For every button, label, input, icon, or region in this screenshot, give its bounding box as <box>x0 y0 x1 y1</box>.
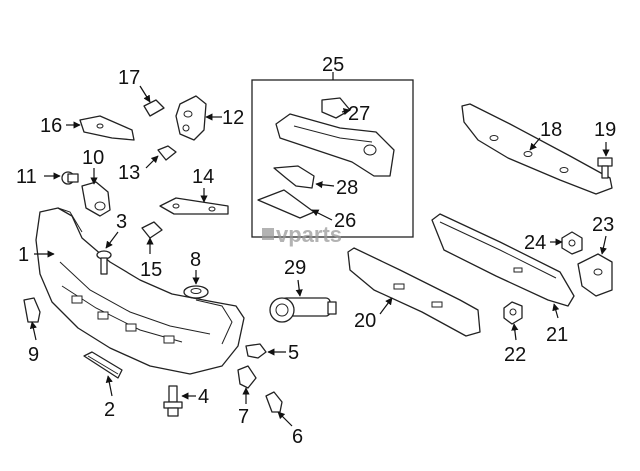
callout-label-1: 1 <box>18 244 29 266</box>
callout-label-5: 5 <box>288 342 299 364</box>
callout-label-29: 29 <box>284 257 306 279</box>
part-3-bolt[interactable] <box>96 250 112 275</box>
callout-label-16: 16 <box>40 115 62 137</box>
part-29-sensor[interactable] <box>269 297 337 323</box>
part-26-seal[interactable] <box>257 189 315 219</box>
part-22-nut[interactable] <box>503 301 523 325</box>
part-15-bolt[interactable] <box>141 221 163 239</box>
part-8-grommet[interactable] <box>183 285 209 299</box>
callout-label-12: 12 <box>222 107 244 129</box>
callout-label-7: 7 <box>238 406 249 428</box>
callout-label-11: 11 <box>16 166 37 188</box>
callout-label-8: 8 <box>190 249 201 271</box>
part-14-retainer[interactable] <box>159 197 229 215</box>
part-23-bracket[interactable] <box>577 253 613 297</box>
part-4-bolt[interactable] <box>163 385 183 417</box>
part-18-absorber[interactable] <box>461 103 613 195</box>
watermark-logo: vparts <box>262 222 342 247</box>
callout-label-3: 3 <box>116 211 127 233</box>
callout-label-15: 15 <box>140 259 162 281</box>
part-5-clip[interactable] <box>245 343 267 359</box>
part-6-fastener[interactable] <box>265 391 283 413</box>
part-1-bumper-cover[interactable] <box>35 207 245 375</box>
part-20-lower-absorber[interactable] <box>347 247 481 337</box>
callout-label-21: 21 <box>546 324 568 346</box>
part-13-bolt[interactable] <box>157 145 177 161</box>
part-9-bracket[interactable] <box>23 297 41 323</box>
part-17-bolt[interactable] <box>143 99 165 117</box>
part-25-bracket[interactable] <box>275 113 395 177</box>
callout-label-24: 24 <box>524 232 546 254</box>
callout-label-6: 6 <box>292 426 303 448</box>
callout-label-13: 13 <box>118 162 140 184</box>
callout-label-20: 20 <box>354 310 376 332</box>
part-12-bracket[interactable] <box>175 95 207 141</box>
callout-label-26: 26 <box>334 210 356 232</box>
callout-label-14: 14 <box>192 166 214 188</box>
callout-label-9: 9 <box>28 344 39 366</box>
callout-label-19: 19 <box>594 119 616 141</box>
part-21-reinforcement[interactable] <box>431 213 575 307</box>
callout-label-10: 10 <box>82 147 104 169</box>
part-27-bracket[interactable] <box>321 97 351 119</box>
callout-label-28: 28 <box>336 177 358 199</box>
callout-label-4: 4 <box>198 386 209 408</box>
callout-label-18: 18 <box>540 119 562 141</box>
callout-label-23: 23 <box>592 214 614 236</box>
part-11-screw[interactable] <box>61 171 79 185</box>
callout-label-25: 25 <box>322 54 344 76</box>
part-28-spacer[interactable] <box>273 165 315 189</box>
part-10-housing[interactable] <box>81 181 111 217</box>
callout-label-17: 17 <box>118 67 140 89</box>
callout-label-2: 2 <box>104 399 115 421</box>
watermark-text: vparts <box>276 222 342 247</box>
callout-label-27: 27 <box>348 103 370 125</box>
callout-label-22: 22 <box>504 344 526 366</box>
part-24-nut[interactable] <box>561 231 583 255</box>
part-19-bolt[interactable] <box>597 157 613 179</box>
part-16-bracket[interactable] <box>79 115 135 141</box>
part-2-lower-molding[interactable] <box>83 351 123 379</box>
part-7-clip[interactable] <box>237 365 257 389</box>
